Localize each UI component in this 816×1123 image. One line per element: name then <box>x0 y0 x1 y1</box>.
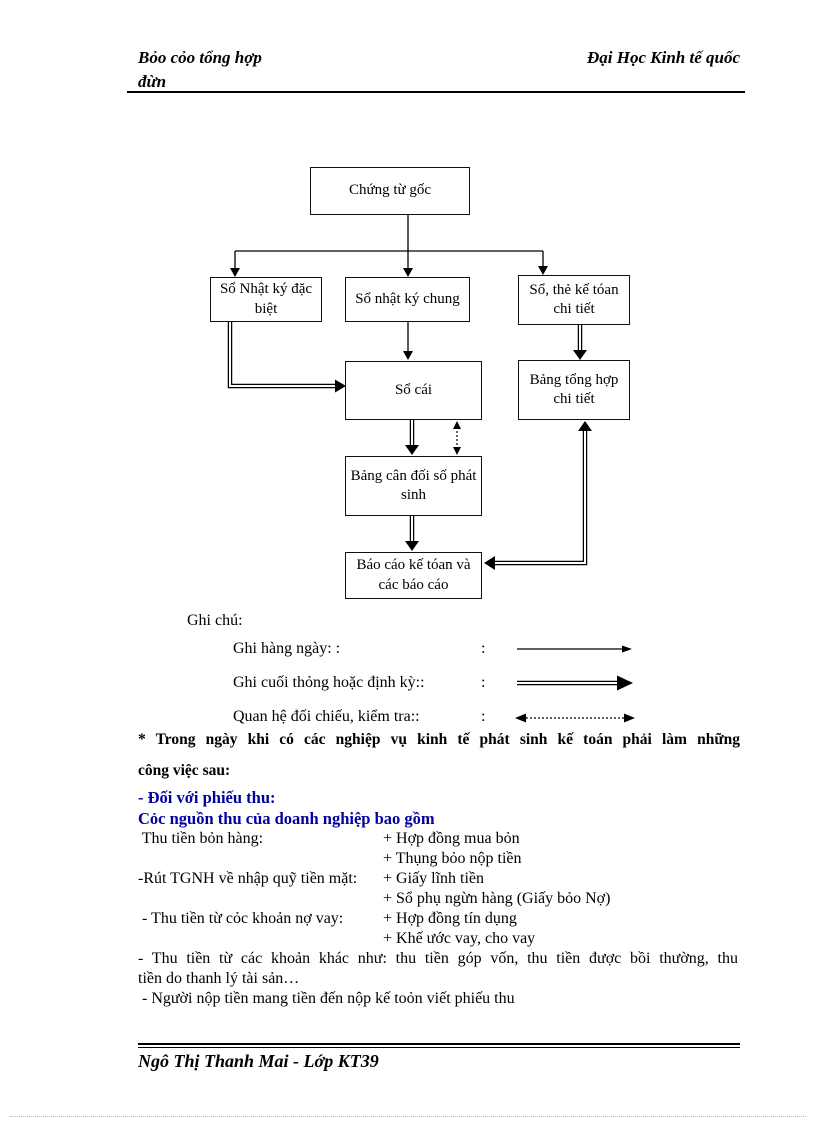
header-left-line1: Bỏo cỏo tổng hợp <box>138 48 262 67</box>
flowchart-box-so-nhat-ky-chung: Sổ nhật ký chung <box>345 277 470 322</box>
row-value: + Thụng bỏo nộp tiền <box>383 850 522 867</box>
connector-socai-bangcandoi <box>405 420 419 455</box>
connector-nkchung-socai <box>403 322 413 360</box>
flowchart-box-so-nhat-ky-dac-biet: Sổ Nhật ký đặc biệt <box>210 277 322 322</box>
row-label: -Rút TGNH về nhập quỹ tiền mặt: <box>138 870 358 887</box>
detail-row: + Thụng bỏo nộp tiền <box>138 850 778 870</box>
legend-item-check: Quan hệ đối chiếu, kiểm tra:: : <box>0 708 816 728</box>
connector-dacbiet-socai <box>227 322 346 393</box>
para-line2: tiền do thanh lý tài sản… <box>138 970 300 987</box>
detail-row: -Rút TGNH về nhập quỹ tiền mặt: + Giấy l… <box>138 870 778 890</box>
flowchart-box-so-the-ke-toan: Sổ, thẻ kế tóan chi tiết <box>518 275 630 325</box>
header-left-line2: đừn <box>138 72 167 91</box>
flowchart-box-bao-cao: Báo cáo kế tóan và các báo cáo <box>345 552 482 599</box>
detail-row: + Khế ước vay, cho vay <box>138 930 778 950</box>
legend-arrow-monthly <box>517 675 633 691</box>
footer-rule <box>138 1043 740 1048</box>
row-label: - Thu tiền từ cỏc khoản nợ vay: <box>138 910 344 927</box>
page-boundary-line <box>10 1116 806 1117</box>
legend-arrow-daily <box>517 645 632 653</box>
row-value: + Hợp đồng mua bỏn <box>383 830 520 847</box>
legend-label: Ghi cuối thỏng hoặc định kỳ:: <box>233 674 425 691</box>
row-value: + Hợp đồng tín dụng <box>383 910 517 927</box>
flowchart-box-bang-tong-hop: Bảng tổng hợp chi tiết <box>518 360 630 420</box>
connector-chungtu-distributor <box>234 215 544 269</box>
legend-colon: : <box>481 674 486 691</box>
footer-author: Ngô Thị Thanh Mai - Lớp KT39 <box>138 1051 379 1071</box>
flowchart-arrows <box>227 215 635 723</box>
connector-bangtonghop-baocao <box>484 421 592 570</box>
connector-bangcandoi-baocao <box>405 516 419 551</box>
blue-heading-nguon-thu: Cỏc nguồn thu của doanh nghiệp bao gồm <box>138 809 435 828</box>
row-value: + Khế ước vay, cho vay <box>383 930 536 947</box>
legend-arrow-check <box>515 713 635 723</box>
connector-sothe-bangtonghop <box>573 325 587 360</box>
header-rule <box>127 91 745 93</box>
row-label: Thu tiền bỏn hàng: <box>138 830 264 847</box>
flowchart-box-bang-can-doi: Bảng cân đối số phát sinh <box>345 456 482 516</box>
note-line1: * Trong ngày khi có các nghiệp vụ kinh t… <box>138 731 740 748</box>
legend-label: Ghi hàng ngày: : <box>233 640 341 657</box>
detail-row: + Sổ phụ ngừn hàng (Giấy bỏo Nợ) <box>138 890 778 910</box>
flowchart-box-chung-tu-goc: Chứng từ gốc <box>310 167 470 215</box>
row-value: + Giấy lĩnh tiền <box>383 870 485 887</box>
legend-item-monthly: Ghi cuối thỏng hoặc định kỳ:: : <box>0 674 816 694</box>
para-line1: - Thu tiền từ các khoản khác như: thu ti… <box>138 950 738 967</box>
detail-row: - Thu tiền từ cỏc khoản nợ vay: + Hợp đồ… <box>138 910 778 930</box>
last-line: - Người nộp tiền mang tiền đến nộp kế to… <box>138 990 515 1007</box>
row-value: + Sổ phụ ngừn hàng (Giấy bỏo Nợ) <box>383 890 611 907</box>
connector-doichieu-dotted <box>453 421 461 455</box>
legend-title: Ghi chú: <box>187 612 243 629</box>
legend-colon: : <box>481 708 486 725</box>
header-right: Đại Học Kinh tế quốc <box>586 48 740 67</box>
legend-label: Quan hệ đối chiếu, kiểm tra:: <box>233 708 420 725</box>
legend-colon: : <box>481 640 486 657</box>
flowchart-box-so-cai: Sổ cái <box>345 361 482 420</box>
note-line2: công việc sau: <box>138 762 231 779</box>
legend-item-daily: Ghi hàng ngày: : : <box>0 640 816 660</box>
detail-row: Thu tiền bỏn hàng: + Hợp đồng mua bỏn <box>138 830 778 850</box>
blue-heading-phieu-thu: - Đối với phiếu thu: <box>138 788 276 807</box>
distributor-arrowheads <box>230 266 548 277</box>
